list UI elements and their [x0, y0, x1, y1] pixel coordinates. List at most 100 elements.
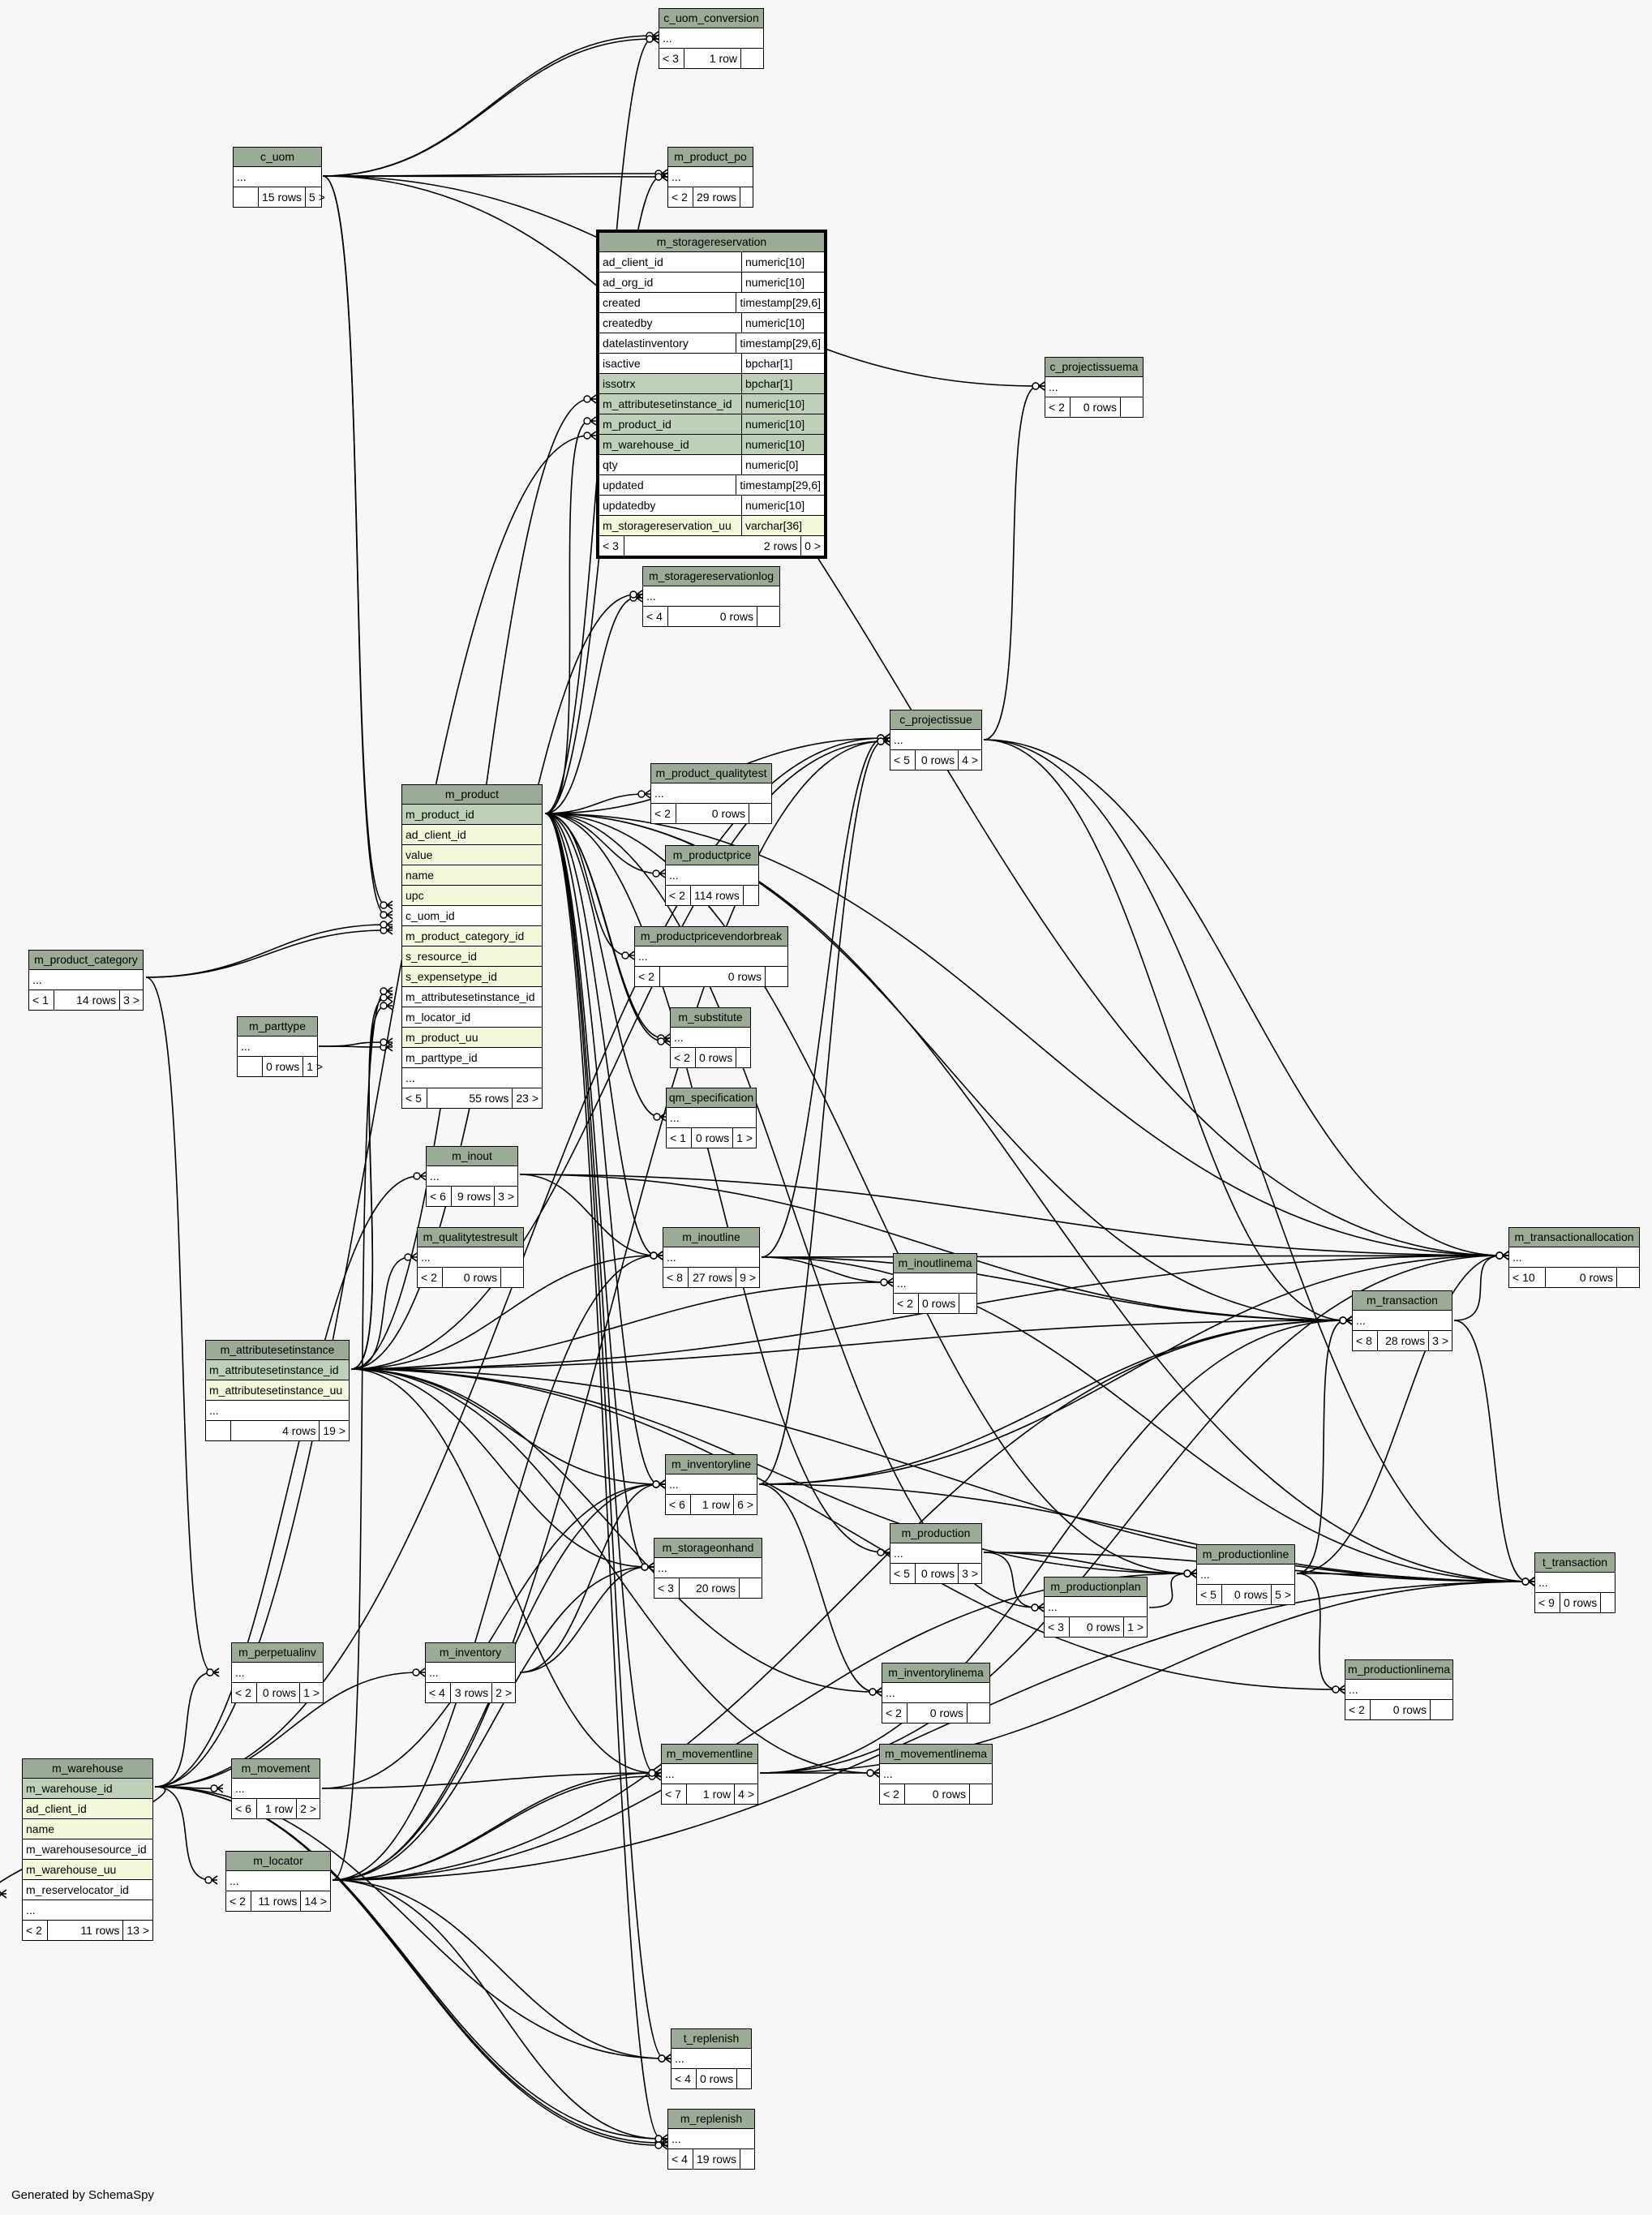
table-header[interactable]: m_inventoryline	[666, 1455, 757, 1475]
table-header[interactable]: m_inoutlinema	[894, 1254, 976, 1273]
table-column-row[interactable]: m_warehouse_uu	[23, 1860, 152, 1880]
table-header[interactable]: t_replenish	[672, 2029, 751, 2049]
table-header[interactable]: qm_specification	[667, 1088, 756, 1108]
table-column-row[interactable]: ...	[882, 1683, 989, 1703]
table-column-row[interactable]: ...	[23, 1900, 152, 1921]
table-header[interactable]: m_movementlinema	[880, 1745, 992, 1764]
table-header[interactable]: m_productionline	[1197, 1545, 1294, 1565]
table-header[interactable]: m_perpetualinv	[232, 1643, 323, 1663]
table-header[interactable]: m_inout	[427, 1147, 517, 1166]
table-column-row[interactable]: ...	[29, 970, 143, 990]
table-column-row[interactable]: ...	[226, 1871, 330, 1891]
table-header[interactable]: m_replenish	[668, 2110, 754, 2129]
table-header[interactable]: c_projectissuema	[1045, 358, 1143, 377]
table-header[interactable]: m_transactionallocation	[1509, 1228, 1639, 1247]
table-column-row[interactable]: ...	[890, 730, 981, 750]
table-header[interactable]: m_attributesetinstance	[206, 1341, 349, 1360]
table-column-row[interactable]: m_product_category_id	[402, 926, 542, 947]
table-column-row[interactable]: ...	[667, 1108, 756, 1128]
table-column-row[interactable]: ...	[668, 167, 753, 187]
table-header[interactable]: m_warehouse	[23, 1759, 152, 1779]
table-column-row[interactable]: ad_client_id	[23, 1799, 152, 1819]
table-column-row[interactable]: m_warehousesource_id	[23, 1839, 152, 1860]
table-column-row[interactable]: ad_client_id	[402, 825, 542, 845]
table-column-row[interactable]: ...	[654, 1558, 762, 1578]
table-column-row[interactable]: m_attributesetinstance_id	[206, 1360, 349, 1380]
table-header[interactable]: m_product_category	[29, 951, 143, 970]
table-header[interactable]: m_movementline	[662, 1745, 757, 1764]
table-header[interactable]: m_storagereservationlog	[643, 567, 779, 586]
table-column-row[interactable]: ...	[402, 1068, 542, 1088]
table-column-row[interactable]: ...	[659, 28, 763, 49]
table-header[interactable]: m_transaction	[1353, 1291, 1452, 1311]
table-column-row[interactable]: m_parttype_id	[402, 1048, 542, 1068]
table-column-row[interactable]: m_locator_id	[402, 1007, 542, 1028]
table-column-row[interactable]: name	[23, 1819, 152, 1839]
table-column-row[interactable]: ...	[672, 2049, 751, 2069]
table-column-row[interactable]: m_product_uu	[402, 1028, 542, 1048]
table-column-row[interactable]: ...	[1345, 1680, 1452, 1700]
table-header[interactable]: m_substitute	[671, 1008, 750, 1028]
table-header[interactable]: m_productionlinema	[1345, 1660, 1452, 1680]
table-column-row[interactable]: ...	[662, 1764, 757, 1784]
table-column-row[interactable]: name	[402, 865, 542, 886]
table-column-row[interactable]: upc	[402, 886, 542, 906]
table-column-row[interactable]: m_reservelocator_id	[23, 1880, 152, 1900]
table-header[interactable]: m_inventory	[426, 1643, 515, 1663]
table-column-row[interactable]: s_resource_id	[402, 947, 542, 967]
table-header[interactable]: m_product	[402, 785, 542, 805]
table-column-row[interactable]: ...	[668, 2129, 754, 2149]
table-column-row[interactable]: ...	[1535, 1573, 1615, 1593]
table-column-row[interactable]: m_product_id	[402, 805, 542, 825]
table-column-row[interactable]: ...	[671, 1028, 750, 1048]
table-column-row[interactable]: ...	[890, 1543, 981, 1564]
table-column-row[interactable]: ...	[1197, 1565, 1294, 1585]
table-header[interactable]: m_parttype	[238, 1017, 317, 1037]
table-header[interactable]: m_productionplan	[1045, 1578, 1147, 1597]
table-column-row[interactable]: s_expensetype_id	[402, 967, 542, 987]
table-column-row[interactable]: ...	[232, 1663, 323, 1683]
table-column-row[interactable]: ...	[238, 1037, 317, 1057]
table-column-row[interactable]: ...	[651, 783, 771, 804]
table-column-row[interactable]: ...	[635, 947, 787, 967]
table-column-row[interactable]: m_warehouse_id	[23, 1779, 152, 1799]
table-column-row[interactable]: ...	[418, 1247, 523, 1268]
table-header[interactable]: m_movement	[232, 1759, 320, 1779]
table-column-row[interactable]: ...	[234, 167, 321, 187]
table-column-row[interactable]: ...	[880, 1764, 992, 1784]
table-header[interactable]: m_productpricevendorbreak	[635, 927, 787, 947]
